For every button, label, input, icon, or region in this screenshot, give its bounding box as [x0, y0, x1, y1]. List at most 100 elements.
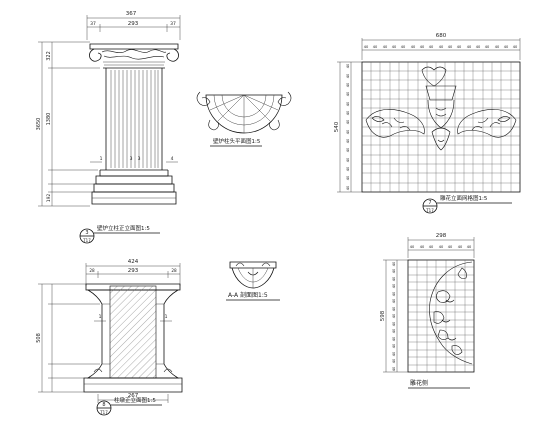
grid-side-left-tick: 40 [392, 313, 396, 318]
column-marker-3a: 3 [130, 156, 133, 162]
grid-left-tick: 40 [346, 110, 350, 115]
grid-top-tick: 40 [457, 45, 462, 49]
grid-side-left-tick: 40 [392, 306, 396, 311]
grid-top-tick: 40 [364, 45, 369, 49]
pedestal-dim-height: 508 [36, 333, 42, 343]
grid-side-top-tick: 40 [448, 245, 453, 249]
column-dim-total: 3650 [36, 118, 42, 131]
grid-elevation-height: 540 [334, 121, 340, 132]
grid-side-top-tick: 40 [467, 245, 472, 249]
grid-top-tick: 40 [401, 45, 406, 49]
pedestal-mark-b: 1 [165, 314, 168, 320]
pedestal-title: 柱墩正立面图1:5 [114, 396, 156, 404]
grid-side-left-tick: 40 [392, 298, 396, 303]
grid-side-left-tick: 40 [392, 351, 396, 356]
side-carved-ornament [429, 261, 473, 365]
grid-left-tick: 40 [346, 138, 350, 143]
grid-top-tick: 40 [439, 45, 444, 49]
column-capital [89, 43, 179, 69]
pedestal-top-dim-inner: 293 [128, 268, 139, 274]
grid-side-top-dims: 298 40 40 40 40 40 40 40 [407, 233, 475, 258]
grid-side-width: 298 [436, 233, 447, 239]
section-aa-view: A-A 剖面图1:5 [226, 261, 280, 301]
column-top-dim-overall: 367 [126, 11, 137, 17]
column-dim-shaft: 1380 [46, 113, 52, 126]
grid-top-tick: 40 [411, 45, 416, 49]
column-shaft [105, 68, 163, 170]
grid-side-left-dims: 598 40 40 40 40 40 40 40 40 40 40 40 40 … [380, 259, 408, 373]
grid-side-caption: 雕花侧 [408, 379, 470, 389]
grid-elevation-caption: 7 T17 雕花立面网格图1:5 [422, 194, 512, 214]
pedestal-caption: 8 T17 柱墩正立面图1:5 [96, 396, 162, 416]
grid-top-tick: 40 [495, 45, 500, 49]
column-elevation-caption: 3 T17 壁炉立柱正立面图1:5 [79, 224, 160, 244]
grid-left-tick: 40 [346, 166, 350, 171]
column-top-dim-left: 37 [90, 21, 96, 27]
grid-elevation-top-dims: 680 40 40 40 40 40 40 40 40 40 40 40 40 … [361, 33, 521, 60]
grid-side-view: 298 40 40 40 40 40 40 40 598 40 40 40 40… [380, 233, 475, 389]
grid-elevation-width: 680 [436, 33, 447, 39]
grid-elevation-grid [362, 62, 520, 192]
grid-left-tick: 40 [346, 129, 350, 134]
column-callout-ref: T17 [82, 238, 91, 243]
grid-side-left-tick: 40 [392, 328, 396, 333]
grid-left-tick: 40 [346, 82, 350, 87]
pedestal-callout-ref: T17 [99, 410, 108, 415]
grid-side-left-tick: 40 [392, 291, 396, 296]
column-elevation-title: 壁炉立柱正立面图1:5 [97, 224, 150, 232]
grid-top-tick: 40 [485, 45, 490, 49]
grid-top-tick: 40 [429, 45, 434, 49]
grid-top-tick: 40 [373, 45, 378, 49]
grid-elevation-callout-ref: T17 [425, 208, 434, 213]
pedestal-callout-number: 8 [102, 402, 105, 408]
grid-left-tick: 40 [346, 185, 350, 190]
capital-plan-title: 壁炉柱头平面图1:5 [213, 137, 261, 145]
grid-top-tick: 40 [504, 45, 509, 49]
column-marker-3b: 3 [138, 156, 141, 162]
grid-side-left-tick: 40 [392, 336, 396, 341]
section-aa-title: A-A 剖面图1:5 [228, 291, 268, 299]
grid-side-top-tick: 40 [420, 245, 425, 249]
grid-side-top-tick: 40 [410, 245, 415, 249]
grid-left-tick: 40 [346, 63, 350, 68]
pedestal-elevation-view: 424 293 28 28 267 [36, 259, 183, 416]
grid-top-tick: 40 [448, 45, 453, 49]
grid-side-left-tick: 40 [392, 358, 396, 363]
grid-elevation-callout-number: 7 [428, 200, 431, 206]
grid-side-left-tick: 40 [392, 343, 396, 348]
grid-side-left-tick: 40 [392, 276, 396, 281]
grid-left-tick: 40 [346, 175, 350, 180]
capital-plan-view: 壁炉柱头平面图1:5 [196, 91, 292, 147]
column-callout-number: 3 [85, 230, 88, 236]
pedestal-top-dim-right: 28 [171, 268, 177, 273]
column-left-dimensions: 3650 1380 322 192 [36, 41, 100, 207]
grid-side-grid [408, 260, 474, 372]
pedestal-mark-a: 1 [99, 314, 102, 320]
grid-left-tick: 40 [346, 119, 350, 124]
pedestal-bottom-dimension: 267 [97, 393, 169, 403]
carved-ornament [365, 66, 517, 151]
grid-left-tick: 40 [346, 147, 350, 152]
grid-left-tick: 40 [346, 101, 350, 106]
column-top-dim-inner: 293 [128, 21, 139, 27]
pedestal-top-dimensions: 424 293 28 28 [85, 259, 181, 286]
grid-top-tick: 40 [383, 45, 388, 49]
grid-side-left-tick: 40 [392, 321, 396, 326]
grid-top-tick: 40 [420, 45, 425, 49]
grid-left-tick: 40 [346, 91, 350, 96]
grid-top-tick: 40 [476, 45, 481, 49]
grid-side-title: 雕花侧 [410, 379, 428, 387]
grid-elevation-view: 680 40 40 40 40 40 40 40 40 40 40 40 40 … [334, 33, 521, 214]
column-marker-4: 4 [171, 156, 174, 162]
pedestal-section-marks: 1 1 [94, 314, 172, 322]
column-dim-base: 192 [46, 194, 52, 203]
column-top-dim-right: 37 [170, 21, 176, 27]
grid-top-tick: 40 [513, 45, 518, 49]
column-top-dimensions: 367 293 37 37 [86, 11, 181, 40]
grid-side-left-tick: 40 [392, 366, 396, 371]
pedestal-bottom-dim: 267 [128, 393, 139, 399]
pedestal-body [83, 283, 183, 393]
pedestal-left-dimensions: 508 [36, 283, 100, 393]
grid-side-left-tick: 40 [392, 261, 396, 266]
grid-elevation-title: 雕花立面网格图1:5 [440, 194, 488, 202]
